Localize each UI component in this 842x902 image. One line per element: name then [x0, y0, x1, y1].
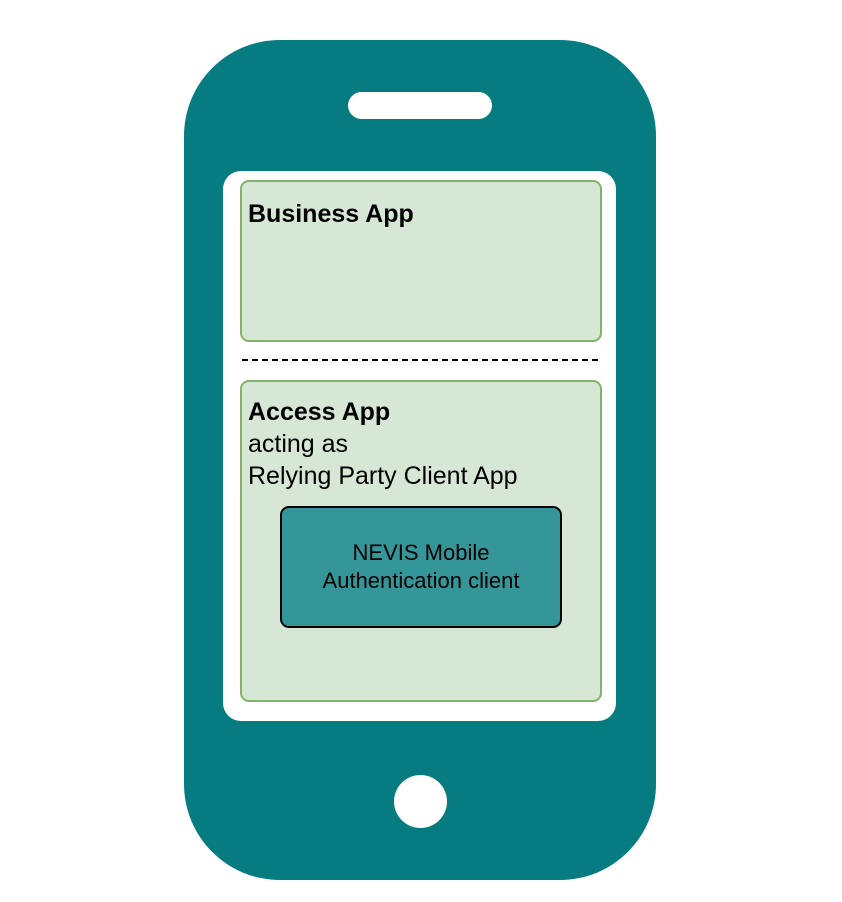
phone-speaker [348, 92, 492, 119]
home-button [394, 775, 447, 828]
dashed-divider [242, 359, 598, 361]
access-app-title: Access App [248, 398, 391, 426]
access-app-subtitle-line2: Relying Party Client App [248, 462, 518, 490]
nevis-client-box: NEVIS Mobile Authentication client [280, 506, 562, 628]
nevis-client-line1: NEVIS Mobile [352, 540, 490, 565]
business-app-title: Business App [248, 200, 414, 228]
access-app-subtitle-line1: acting as [248, 430, 349, 458]
nevis-client-line2: Authentication client [322, 568, 520, 593]
business-app-box: Business App [240, 180, 602, 342]
